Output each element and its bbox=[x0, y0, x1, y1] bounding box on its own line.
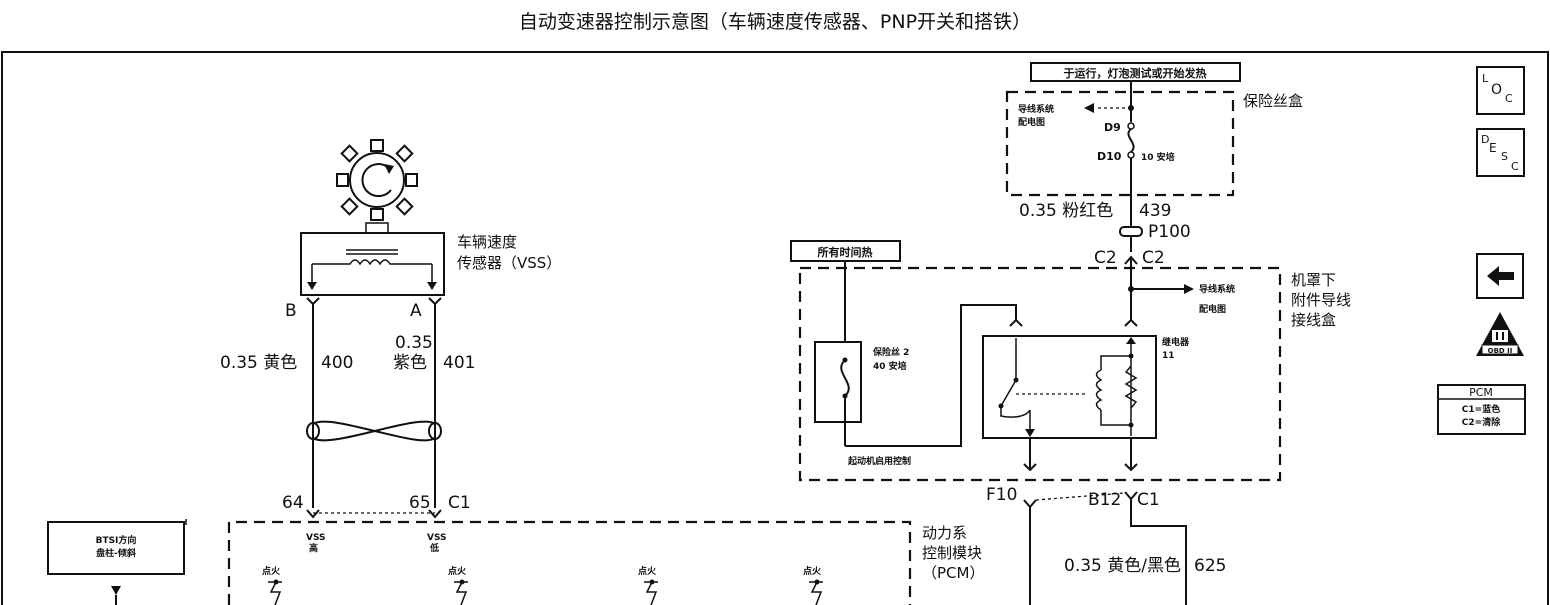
svg-text:点火: 点火 bbox=[262, 565, 281, 577]
pcm-name-line2: 控制模块 bbox=[922, 544, 982, 562]
vss-wire-a-gauge: 0.35 bbox=[395, 333, 433, 353]
ignition-switch-2: 点火 bbox=[448, 565, 468, 605]
pcm-vss-high-2: 高 bbox=[309, 542, 318, 554]
vss-pin-a: A bbox=[410, 301, 422, 321]
svg-text:BTSI方向: BTSI方向 bbox=[96, 534, 137, 546]
fuse-box-header-text: 于运行，灯泡测试或开始发热 bbox=[1064, 66, 1207, 80]
pin-f10: F10 bbox=[986, 485, 1017, 505]
obd-ii-icon[interactable]: OBD II bbox=[1476, 312, 1524, 356]
vss-wire-b bbox=[306, 297, 320, 508]
pcm-vss-low-1: VSS bbox=[427, 533, 447, 543]
starter-control-label: 起动机启用控制 bbox=[847, 455, 911, 467]
ignition-switch-1: 点火 bbox=[262, 565, 282, 605]
starter-control-wire bbox=[845, 304, 1017, 447]
page-title: 自动变速器控制示意图（车辆速度传感器、PNP开关和搭铁） bbox=[519, 11, 1031, 33]
fuse-box-dist-2: 配电图 bbox=[1018, 116, 1045, 128]
vss-wire-a-number: 401 bbox=[443, 353, 475, 373]
svg-text:C: C bbox=[1505, 92, 1513, 105]
splice-p100 bbox=[1119, 226, 1143, 252]
underhood-name-1: 机罩下 bbox=[1291, 271, 1336, 289]
relay-11 bbox=[982, 335, 1157, 439]
pcm-name-line3: （PCM） bbox=[922, 564, 984, 582]
pcm-vss-high-1: VSS bbox=[306, 533, 326, 543]
underhood-box-outline bbox=[798, 266, 1282, 482]
svg-text:C2=清除: C2=清除 bbox=[1462, 416, 1501, 428]
underhood-name-2: 附件导线 bbox=[1291, 291, 1351, 309]
pin-b12: B12 bbox=[1088, 490, 1121, 510]
back-arrow-icon[interactable] bbox=[1476, 253, 1524, 299]
wire-625-number: 625 bbox=[1194, 556, 1226, 576]
svg-text:OBD II: OBD II bbox=[1488, 347, 1513, 355]
outer-frame bbox=[1, 51, 1549, 605]
connector-c2-left: C2 bbox=[1094, 248, 1117, 268]
svg-text:L: L bbox=[1482, 72, 1489, 85]
fuse-pin-d9: D9 bbox=[1104, 121, 1121, 134]
fuse-rating: 10 安培 bbox=[1141, 151, 1175, 163]
underhood-dist-1: 导线系统 bbox=[1199, 283, 1235, 295]
wire-625 bbox=[1130, 499, 1187, 605]
svg-text:O: O bbox=[1491, 82, 1502, 98]
twisted-pair-symbol bbox=[306, 420, 442, 442]
pcm-module-outline bbox=[227, 520, 912, 605]
pcm-pin-64-terminal bbox=[306, 509, 320, 519]
svg-text:点火: 点火 bbox=[448, 565, 467, 577]
vss-pin-b: B bbox=[285, 301, 297, 321]
pcm-pin-65: 65 bbox=[409, 493, 431, 513]
connector-c2-right: C2 bbox=[1142, 248, 1165, 268]
svg-text:C1=蓝色: C1=蓝色 bbox=[1462, 403, 1500, 415]
fuse-box-dist-1: 导线系统 bbox=[1018, 103, 1054, 115]
svg-text:点火: 点火 bbox=[638, 565, 657, 577]
relay-label-1: 继电器 bbox=[1162, 336, 1190, 348]
vss-wire-a-color: 紫色 bbox=[393, 353, 427, 373]
maxi-fuse-label-1: 保险丝 2 bbox=[872, 346, 909, 358]
fuse-d9-d10 bbox=[1084, 92, 1135, 226]
pcm-pin-65-terminal bbox=[428, 509, 442, 519]
wire-439-number: 439 bbox=[1139, 201, 1171, 221]
vss-wire-b-number: 400 bbox=[321, 353, 353, 373]
wire-439-color: 0.35 粉红色 bbox=[1019, 201, 1113, 221]
pcm-name-line1: 动力系 bbox=[922, 524, 967, 542]
vss-label-line1: 车辆速度 bbox=[457, 233, 517, 251]
svg-text:S: S bbox=[1501, 150, 1508, 163]
vss-label-line2: 传感器（VSS） bbox=[457, 254, 561, 272]
svg-text:E: E bbox=[1489, 141, 1497, 155]
splice-label: P100 bbox=[1148, 222, 1191, 242]
btsi-box: BTSI方向 盘柱-倾斜 bbox=[47, 519, 187, 605]
svg-text:C: C bbox=[1511, 160, 1519, 173]
wire-625-color: 0.35 黄色/黑色 bbox=[1064, 556, 1181, 576]
pcm-connector-legend: PCM C1=蓝色 C2=清除 bbox=[1437, 384, 1526, 435]
maxi-fuse-2 bbox=[814, 341, 862, 423]
vss-sensor-body bbox=[300, 222, 445, 296]
svg-text:盘柱-倾斜: 盘柱-倾斜 bbox=[96, 547, 136, 559]
fuse-box-header bbox=[1030, 62, 1241, 82]
ignition-switch-4: 点火 bbox=[803, 565, 823, 605]
ignition-switch-3: 点火 bbox=[638, 565, 658, 605]
underhood-name-3: 接线盒 bbox=[1291, 311, 1336, 329]
fuse-box-name: 保险丝盒 bbox=[1243, 92, 1303, 110]
vss-wire-b-color: 0.35 黄色 bbox=[220, 353, 297, 373]
pcm-pin-64: 64 bbox=[282, 493, 304, 513]
vss-gear-icon bbox=[336, 139, 418, 221]
location-icon[interactable]: L O C bbox=[1476, 66, 1525, 115]
relay-label-2: 11 bbox=[1162, 351, 1175, 361]
svg-text:D: D bbox=[1481, 133, 1489, 146]
underhood-header-text: 所有时间热 bbox=[818, 245, 873, 259]
fuse-pin-d10: D10 bbox=[1097, 150, 1122, 163]
underhood-connector-c1: C1 bbox=[1137, 490, 1160, 510]
description-icon[interactable]: D E S C bbox=[1476, 128, 1525, 177]
underhood-dist-2: 配电图 bbox=[1199, 303, 1226, 315]
svg-text:PCM: PCM bbox=[1469, 386, 1493, 399]
fuse-box-outline bbox=[1005, 90, 1235, 197]
svg-text:点火: 点火 bbox=[803, 565, 822, 577]
vss-wire-a bbox=[428, 297, 442, 508]
maxi-fuse-label-2: 40 安培 bbox=[873, 360, 907, 372]
pcm-vss-low-2: 低 bbox=[429, 542, 439, 554]
pcm-connector-c1: C1 bbox=[448, 493, 471, 513]
